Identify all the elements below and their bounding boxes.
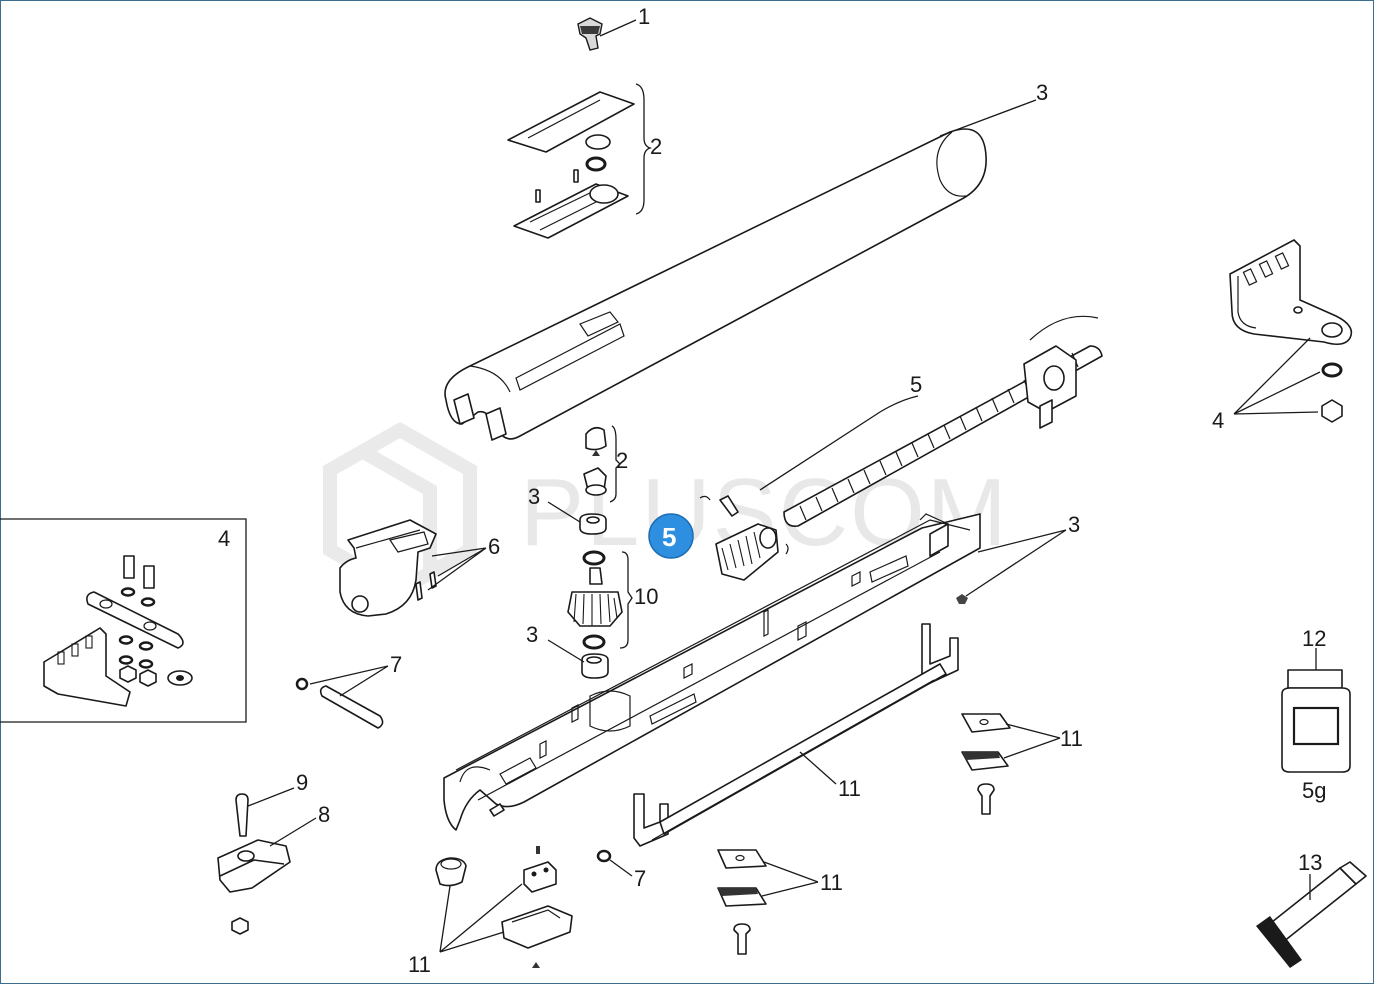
- part-5-gear-set[interactable]: [699, 495, 789, 581]
- label-3-low: 3: [526, 622, 538, 647]
- label-4-right: 4: [1212, 408, 1224, 433]
- label-9: 9: [296, 770, 308, 795]
- label-8: 8: [318, 802, 330, 827]
- label-4-box: 4: [218, 526, 230, 551]
- label-1: 1: [638, 4, 650, 29]
- part-12-grease-jar[interactable]: [1281, 669, 1351, 773]
- label-2-top: 2: [650, 134, 662, 159]
- part-3-base-housing[interactable]: [443, 513, 981, 831]
- part-5-worm-screw[interactable]: [783, 315, 1103, 528]
- part-8-fork-attachment[interactable]: [217, 839, 291, 935]
- part-7-pin-left[interactable]: [295, 677, 384, 729]
- label-3-right: 3: [1068, 512, 1080, 537]
- label-7-low: 7: [634, 866, 646, 891]
- part-11-pads-bottom-right[interactable]: [717, 849, 767, 955]
- part-10-output-gear[interactable]: [567, 550, 623, 650]
- part-11-pads-right[interactable]: [961, 713, 1011, 815]
- part-11-support-frame[interactable]: [633, 623, 959, 847]
- part-13-grease-tube[interactable]: [1256, 861, 1367, 968]
- part-4-rear-bracket[interactable]: [1229, 239, 1353, 423]
- label-11-right: 11: [1060, 726, 1083, 751]
- label-3-mid: 3: [528, 484, 540, 509]
- label-10: 10: [634, 584, 658, 609]
- part-11-terminal-set[interactable]: [435, 846, 573, 968]
- label-12-weight: 5g: [1302, 778, 1326, 803]
- label-11-bottom-right: 11: [820, 870, 843, 895]
- label-6: 6: [488, 534, 500, 559]
- hotspot-badge-5[interactable]: 5: [648, 513, 694, 559]
- part-4-accessory-box[interactable]: [0, 518, 247, 723]
- part-3-main-cover[interactable]: [444, 128, 987, 441]
- label-3-top: 3: [1036, 80, 1048, 105]
- part-2-cover-set[interactable]: [507, 91, 635, 239]
- part-7-oring-low[interactable]: [596, 849, 612, 863]
- hotspot-label: 5: [662, 522, 676, 552]
- label-7-left: 7: [390, 652, 402, 677]
- part-6-motor[interactable]: [339, 519, 437, 617]
- part-9-pin[interactable]: [235, 793, 249, 837]
- part-3-bushing-upper[interactable]: [579, 513, 607, 535]
- label-13: 13: [1298, 850, 1322, 875]
- label-12: 12: [1302, 626, 1326, 651]
- part-3-bushing-lower[interactable]: [581, 653, 609, 679]
- label-2-mid: 2: [616, 448, 628, 473]
- part-2-small-cap[interactable]: [583, 426, 607, 496]
- label-11-bracket: 11: [838, 776, 861, 801]
- label-5: 5: [910, 372, 922, 397]
- label-11-bottom-left: 11: [408, 952, 431, 977]
- part-1-knob[interactable]: [577, 17, 603, 51]
